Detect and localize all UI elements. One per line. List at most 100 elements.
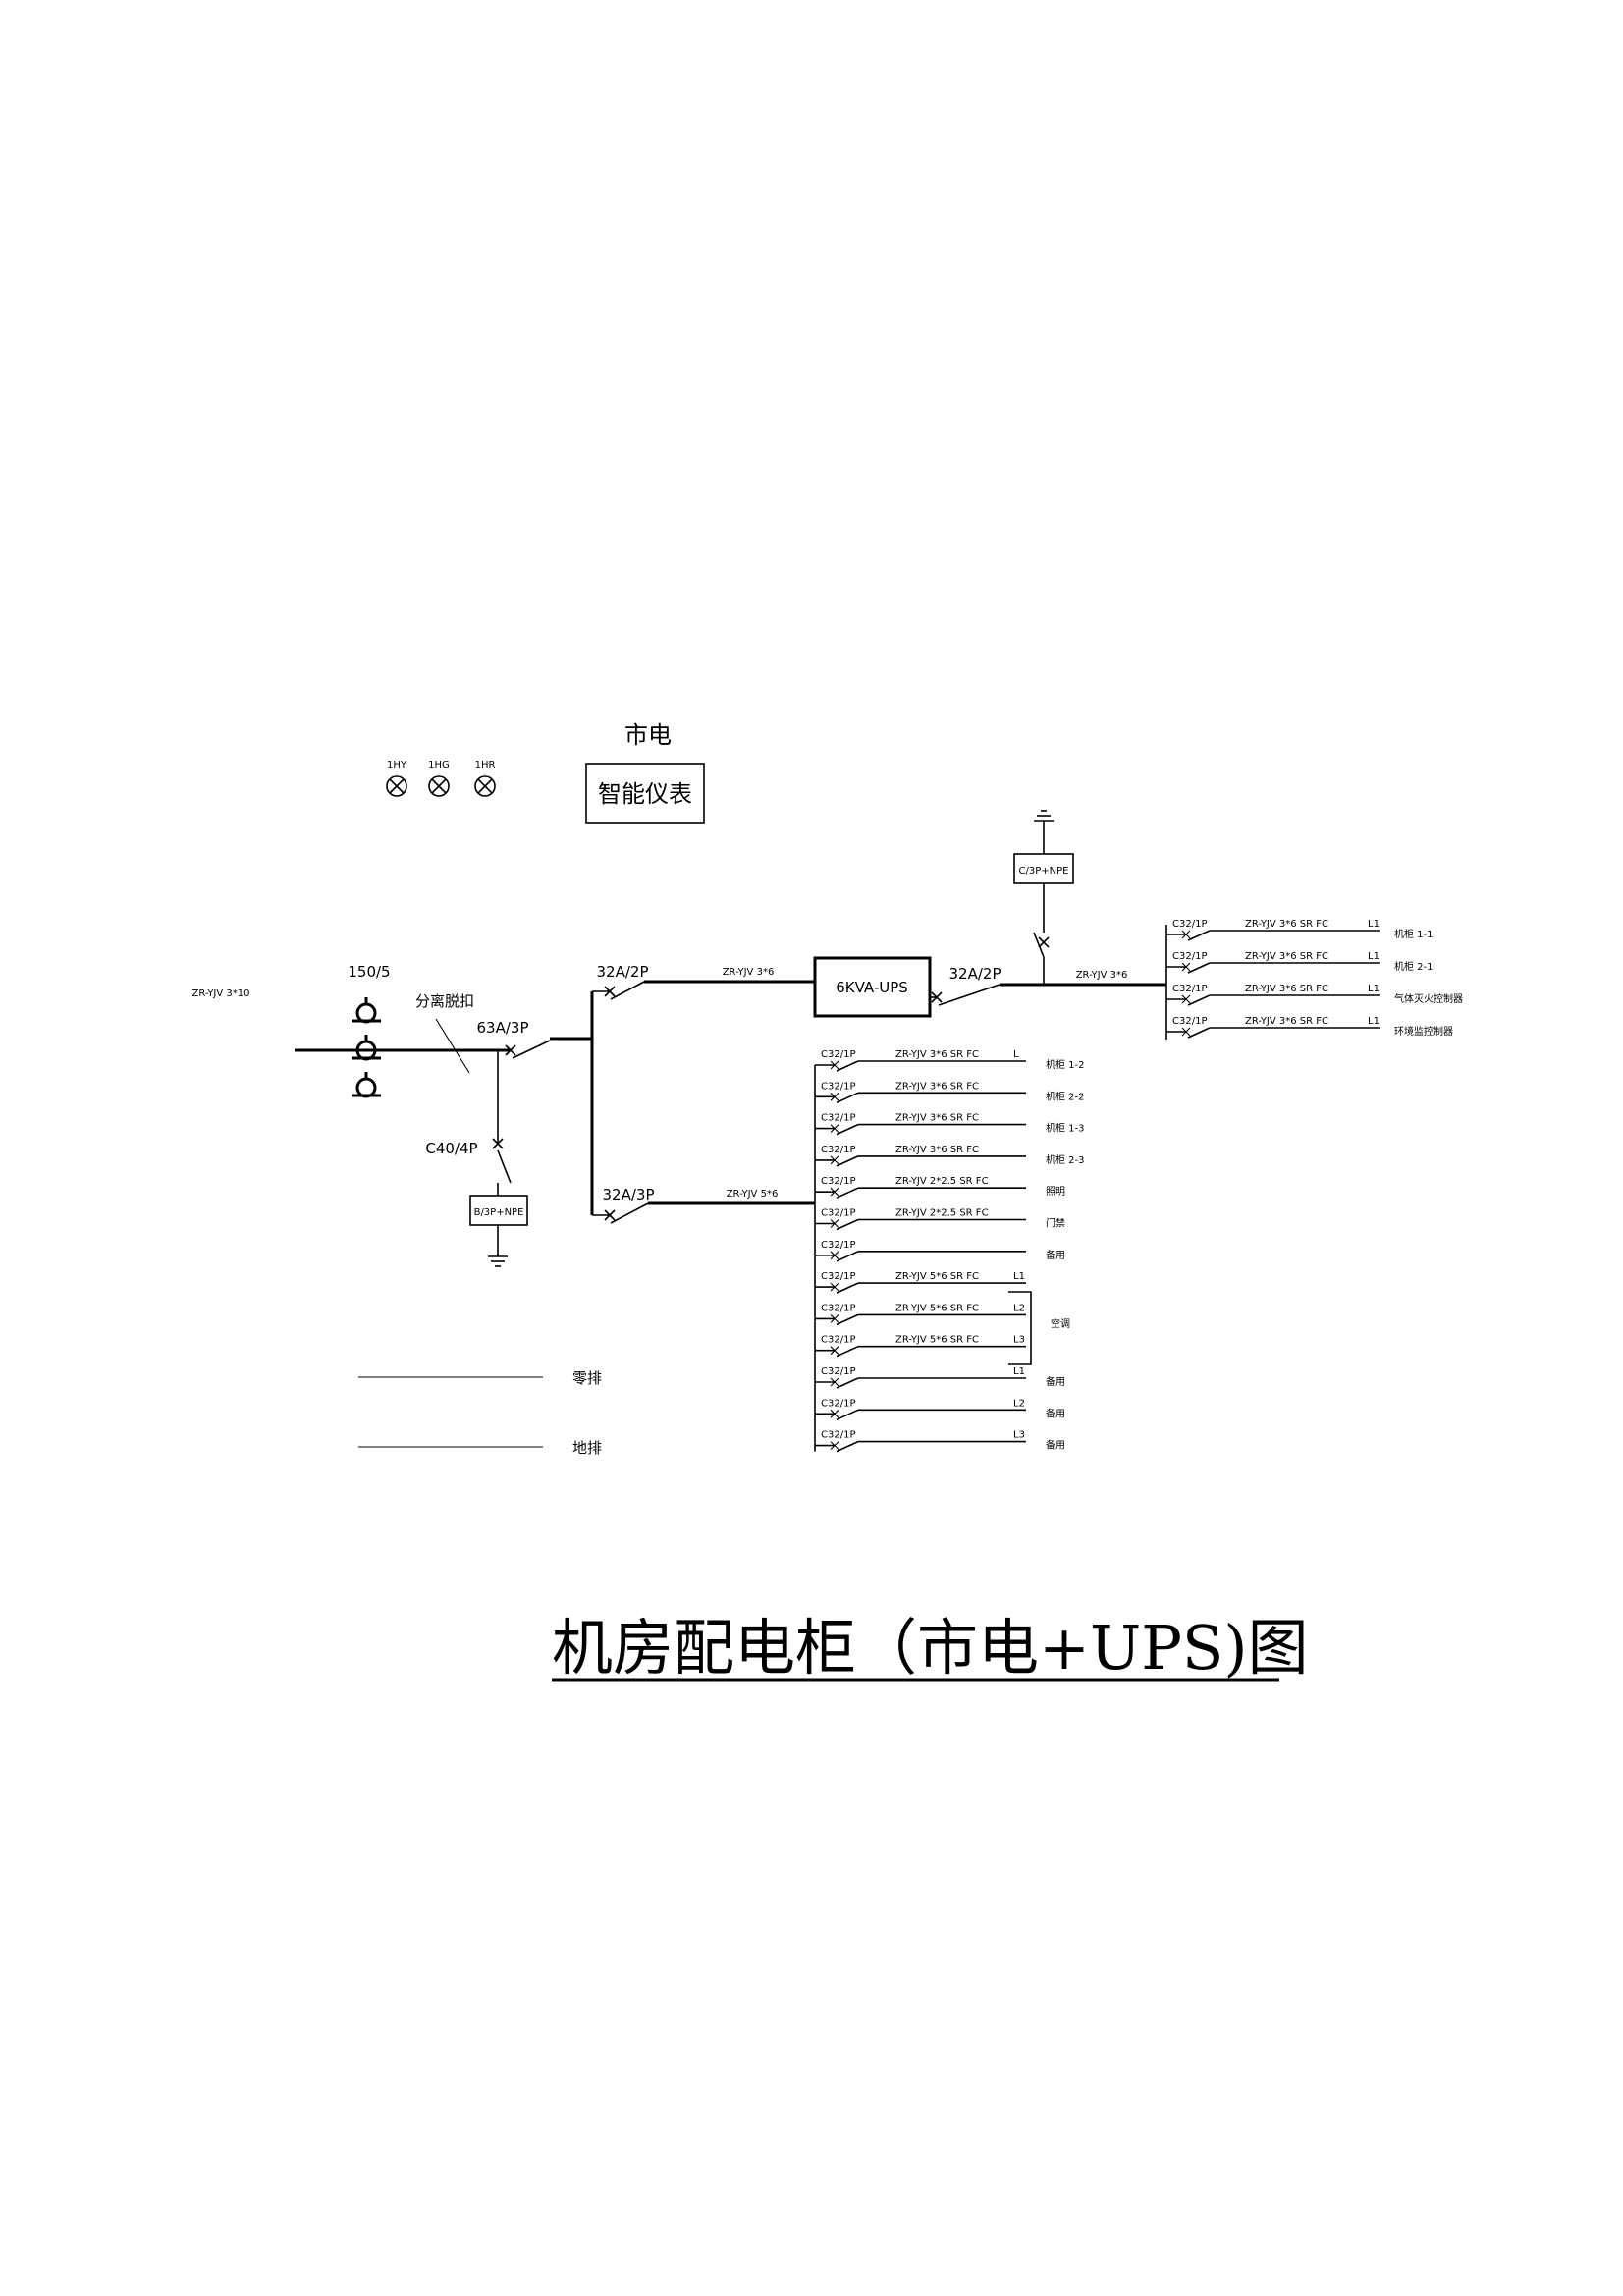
branch-breaker-label: C32/1P	[1172, 951, 1207, 962]
smart-meter-box	[585, 763, 705, 824]
branch-breaker-icon	[836, 1123, 859, 1136]
ups-spd-breaker-icon	[1033, 932, 1045, 958]
lamp-icon	[386, 775, 407, 797]
branch-cable-label: ZR-YJV 2*2.5 SR FC	[895, 1208, 989, 1219]
branch-breaker-label: C32/1P	[821, 1398, 855, 1409]
spd-box-label: B/3P+NPE	[474, 1207, 524, 1218]
branch-phase-label: L2	[1013, 1303, 1025, 1313]
spd-box	[469, 1195, 528, 1226]
branch-breaker-label: C32/1P	[1172, 1016, 1207, 1027]
ac-group-bracket	[1008, 1291, 1032, 1365]
branch-breaker-label: C32/1P	[1172, 984, 1207, 994]
current-transformers	[352, 997, 381, 1098]
ups-box	[813, 956, 932, 1018]
lamp-icon	[474, 775, 496, 797]
branch-cable-label: ZR-YJV 3*6 SR FC	[895, 1113, 979, 1124]
main-breaker-label: 63A/3P	[477, 1019, 529, 1037]
branch-cable-label: ZR-YJV 5*6 SR FC	[895, 1303, 979, 1313]
branch-breaker-label: C32/1P	[821, 1145, 855, 1155]
branch-breaker-icon	[1187, 962, 1211, 974]
branch-breaker-label: C32/1P	[821, 1176, 855, 1187]
branch-load-label: 环境监控制器	[1394, 1025, 1453, 1038]
branch-phase-label: L1	[1368, 1016, 1380, 1027]
mains-label: 市电	[624, 721, 672, 749]
branch-cable-label: ZR-YJV 3*6 SR FC	[1245, 1016, 1328, 1027]
spd-breaker-icon	[497, 1149, 512, 1184]
branch-cable-label: ZR-YJV 3*6 SR FC	[1245, 951, 1328, 962]
branch-load-label: 机柜 2-1	[1394, 960, 1434, 973]
branch-cable-label: ZR-YJV 3*6 SR FC	[1245, 984, 1328, 994]
branch-load-label: 门禁	[1046, 1217, 1065, 1230]
branch-breaker-label: C32/1P	[821, 1335, 855, 1346]
indicator-lamps: 1HY 1HG 1HR	[386, 760, 496, 797]
branch-cable-label: ZR-YJV 3*6 SR FC	[895, 1145, 979, 1155]
dist-cable-label: ZR-YJV 5*6	[727, 1189, 779, 1200]
branch-load-label: 备用	[1046, 1375, 1065, 1388]
branch-breaker-icon	[836, 1251, 859, 1262]
branch-breaker-label: C32/1P	[821, 1208, 855, 1219]
branch-breaker-icon	[836, 1092, 859, 1104]
branch-breaker-icon	[836, 1377, 859, 1389]
earth-icon	[1034, 810, 1054, 822]
earth-icon	[488, 1255, 508, 1267]
branch-load-label: 照明	[1046, 1186, 1065, 1198]
branch-breaker-icon	[836, 1218, 859, 1231]
branch-breaker-icon	[836, 1345, 859, 1358]
branch-breaker-label: C32/1P	[821, 1366, 855, 1377]
ct-ratio-label: 150/5	[348, 963, 390, 981]
branch-load-label: 机柜 2-2	[1046, 1090, 1085, 1102]
branch-breaker-icon	[1187, 930, 1211, 941]
branch-phase-label: L1	[1368, 984, 1380, 994]
earth-bar-label: 地排	[572, 1439, 602, 1457]
branch-breaker-label: C32/1P	[821, 1049, 855, 1060]
ups-in-cable-label: ZR-YJV 3*6	[723, 967, 775, 978]
branch-row: C32/1P ZR-YJV 3*6 SR FC L1 机柜 2-1	[1166, 951, 1434, 974]
branch-load-label: 机柜 1-3	[1046, 1122, 1085, 1135]
ct-icon	[355, 1002, 377, 1024]
branch-cable-label: ZR-YJV 5*6 SR FC	[895, 1335, 979, 1346]
branch-breaker-icon	[836, 1155, 859, 1167]
branch-breaker-label: C32/1P	[1172, 919, 1207, 930]
branch-breaker-icon	[836, 1282, 859, 1294]
main-breaker-icon	[512, 1040, 551, 1059]
branch-phase-label: L2	[1013, 1398, 1025, 1409]
branch-breaker-icon	[836, 1187, 859, 1199]
branch-breaker-label: C32/1P	[821, 1081, 855, 1092]
branch-breaker-icon	[836, 1060, 859, 1072]
branch-breaker-label: C32/1P	[821, 1430, 855, 1441]
ups-box-label: 6KVA-UPS	[836, 979, 908, 996]
ups-out-cable-label: ZR-YJV 3*6	[1076, 970, 1128, 981]
shunt-trip-leader	[435, 1018, 470, 1074]
branch-cable-label: ZR-YJV 3*6 SR FC	[1245, 919, 1328, 930]
ups-out-breaker-icon	[938, 984, 1001, 1006]
lamp-1hy: 1HY	[386, 760, 407, 797]
lamp-1hg: 1HG	[428, 760, 450, 797]
branch-row: C32/1P ZR-YJV 2*2.5 SR FC 照明	[815, 1176, 1065, 1199]
ups-in-breaker-label: 32A/2P	[597, 963, 649, 981]
branch-load-label: 气体灭火控制器	[1394, 992, 1463, 1005]
branch-cable-label: ZR-YJV 2*2.5 SR FC	[895, 1176, 989, 1187]
branch-breaker-label: C32/1P	[821, 1303, 855, 1313]
branch-load-label: 机柜 1-1	[1394, 928, 1434, 940]
branch-cable-label: ZR-YJV 5*6 SR FC	[895, 1271, 979, 1282]
dist-breaker-label: 32A/3P	[603, 1186, 655, 1203]
branch-phase-label: L1	[1368, 951, 1380, 962]
branch-phase-label: L1	[1013, 1271, 1025, 1282]
spd-breaker-label: C40/4P	[425, 1140, 477, 1157]
lamp-label: 1HY	[387, 760, 407, 771]
ups-spd-box-label: C/3P+NPE	[1019, 866, 1069, 877]
lamp-icon	[428, 775, 450, 797]
branch-breaker-icon	[836, 1409, 859, 1421]
